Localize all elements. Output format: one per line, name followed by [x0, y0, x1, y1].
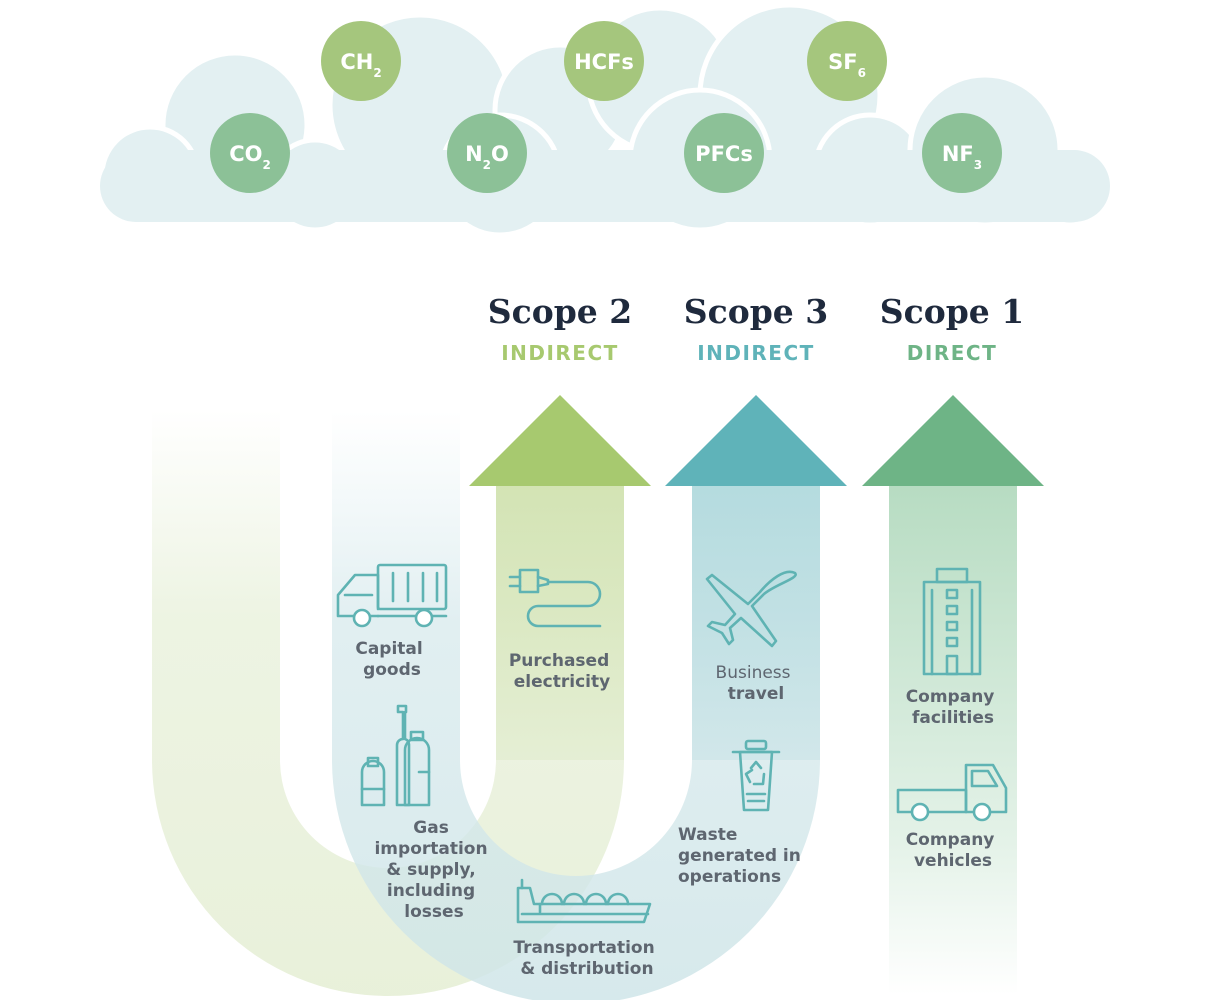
label-company-vehicles: Company vehicles	[906, 830, 1001, 871]
gas-co2: CO2	[210, 113, 290, 193]
label-waste: Waste generated in operations	[678, 825, 807, 887]
ship-icon	[516, 878, 652, 924]
gas-n2o: N2O	[447, 113, 527, 193]
gas-pfcs: PFCs	[684, 113, 764, 193]
svg-text:N2O: N2O	[465, 142, 509, 172]
svg-text:CO2: CO2	[229, 142, 271, 172]
gas-sf6: SF6	[807, 21, 887, 101]
truck-icon	[336, 563, 448, 628]
gas-bubbles: CO2 CH2 N2O HCFs PFCs SF6 NF3	[210, 21, 1002, 193]
scope3-heading: Scope 3 INDIRECT	[684, 292, 828, 365]
scope1-heading: Scope 1 DIRECT	[880, 292, 1024, 365]
svg-text:NF3: NF3	[942, 142, 982, 172]
scope2-type: INDIRECT	[501, 341, 619, 365]
recycle-bin-icon	[731, 739, 781, 812]
pickup-truck-icon	[896, 763, 1008, 822]
svg-text:PFCs: PFCs	[695, 142, 753, 166]
scope1-title: Scope 1	[880, 292, 1024, 331]
plug-icon	[508, 568, 602, 628]
svg-text:CH2: CH2	[340, 50, 381, 80]
scope3-title: Scope 3	[684, 292, 828, 331]
label-capital-goods: Capital goods	[355, 639, 428, 680]
airplane-icon	[705, 570, 797, 648]
gas-ch2: CH2	[321, 21, 401, 101]
arrow-scope2	[469, 395, 651, 760]
scope2-title: Scope 2	[488, 292, 632, 331]
gas-cylinders-icon	[360, 704, 431, 807]
svg-text:SF6: SF6	[828, 50, 866, 80]
scope2-heading: Scope 2 INDIRECT	[488, 292, 632, 365]
label-transportation: Transportation & distribution	[513, 938, 660, 979]
label-purchased-electricity: Purchased electricity	[509, 651, 615, 692]
label-company-facilities: Company facilities	[906, 687, 1001, 728]
label-business-travel: Business travel	[716, 663, 797, 704]
svg-text:HCFs: HCFs	[574, 50, 634, 74]
gas-hcfs: HCFs	[564, 21, 644, 101]
scope3-type: INDIRECT	[697, 341, 815, 365]
scope1-type: DIRECT	[907, 341, 997, 365]
building-icon	[922, 567, 982, 676]
label-gas-importation: Gas importation & supply, including loss…	[374, 818, 493, 922]
arrow-scope3	[665, 395, 847, 760]
gas-nf3: NF3	[922, 113, 1002, 193]
